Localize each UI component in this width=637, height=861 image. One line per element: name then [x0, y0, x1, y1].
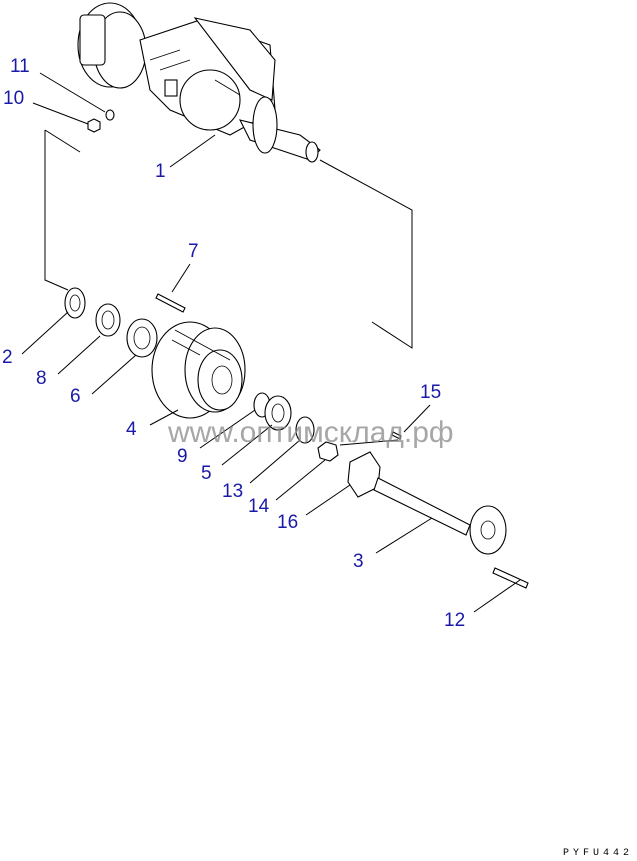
callout-5: 5 [201, 463, 212, 484]
bearing-cup-part-6 [126, 318, 158, 358]
callout-10: 10 [3, 88, 24, 109]
callout-8: 8 [36, 368, 47, 389]
callout-7: 7 [188, 241, 199, 262]
leader-lines [21, 72, 521, 613]
nut-part-10 [87, 118, 101, 133]
callout-12: 12 [444, 610, 465, 631]
callout-11: 11 [10, 56, 30, 77]
bearing-part-5 [264, 395, 292, 431]
hub-drum-part-4 [151, 321, 246, 419]
callout-1: 1 [155, 161, 166, 182]
callout-2: 2 [2, 347, 13, 368]
callout-9: 9 [177, 446, 188, 467]
oil-seal-part-2 [64, 287, 86, 319]
callout-16: 16 [277, 512, 298, 533]
drawing-code: PYFU442 [562, 848, 633, 859]
callout-4: 4 [126, 419, 137, 440]
nut-part-14 [317, 441, 339, 462]
callout-15: 15 [420, 382, 441, 403]
stud-part-7 [155, 293, 186, 313]
callout-3: 3 [353, 551, 364, 572]
callout-13: 13 [222, 481, 243, 502]
axle-housing-part-1 [77, 2, 321, 163]
watermark: www.оптимсклад.рф [167, 416, 454, 449]
washer-part-13 [295, 416, 315, 444]
callout-14: 14 [248, 496, 270, 517]
bolt-part-15 [391, 431, 402, 440]
bearing-part-8 [95, 303, 121, 337]
axle-shaft-part-3 [373, 477, 507, 555]
callout-6: 6 [70, 386, 81, 407]
bolt-part-12 [492, 567, 529, 589]
washer-part-11 [105, 109, 115, 121]
